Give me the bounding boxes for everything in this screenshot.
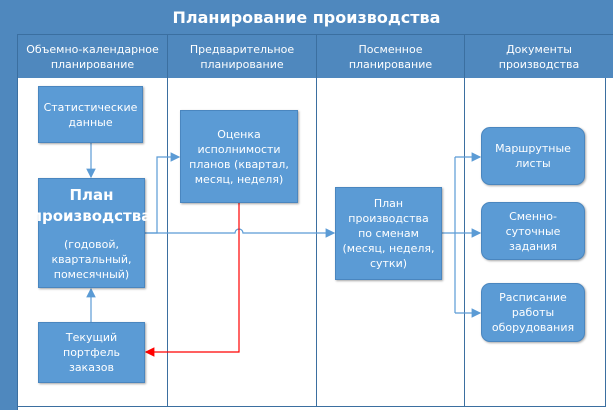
box-schedule: Расписание работы оборудования [481, 283, 585, 342]
box-statistics: Статистические данные [38, 86, 143, 143]
lane-header-shift: Посменное планирование [316, 35, 464, 78]
box-routes: Маршрутные листы [481, 127, 585, 185]
lane-documents [464, 78, 606, 407]
box-portfolio: Текущий портфель заказов [38, 322, 145, 383]
box-shift-plan: План производства по сменам (месяц, неде… [335, 187, 442, 280]
lane-header-preliminary: Предварительное планирование [167, 35, 316, 78]
lane-header-documents: Документы производства [464, 35, 613, 78]
box-production-plan: План производства (годовой, квартальный,… [32, 178, 151, 288]
plan-title: План производства [31, 185, 152, 225]
lane-header-volume: Объемно-календарное планирование [17, 35, 167, 78]
box-tasks: Сменно-суточные задания [481, 202, 585, 260]
lane-shift [316, 78, 464, 407]
plan-subtitle: (годовой, квартальный, помесячный) [51, 237, 132, 281]
arrow-shift-to-docs [442, 157, 456, 313]
diagram-title: Планирование производства [0, 0, 613, 35]
lane-volume [17, 78, 167, 407]
feedback-arrow [144, 203, 240, 357]
box-estimate: Оценка исполнимости планов (квартал, мес… [180, 110, 298, 203]
lane-preliminary [167, 78, 316, 407]
